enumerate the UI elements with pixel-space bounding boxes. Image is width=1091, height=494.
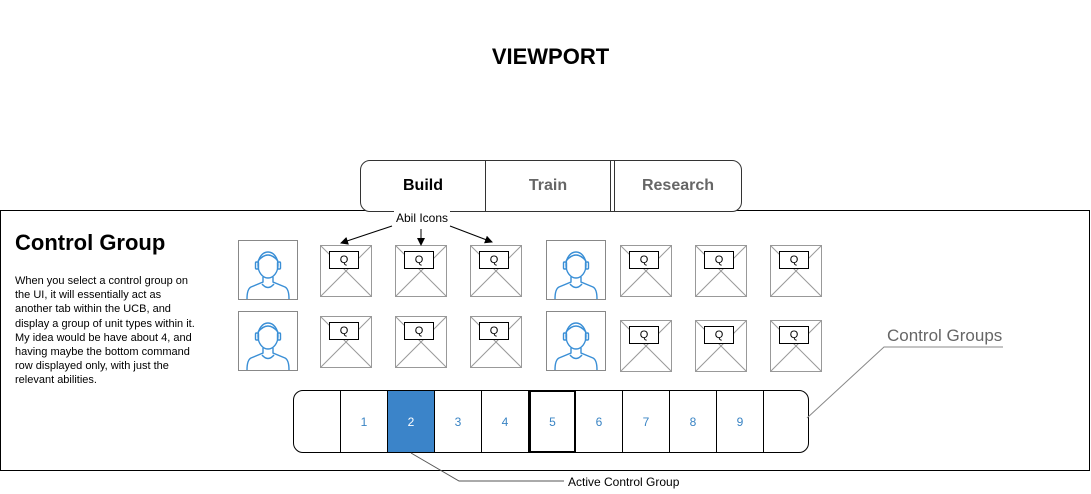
- ability-slot[interactable]: Q: [395, 316, 447, 368]
- tab-build[interactable]: Build: [361, 161, 486, 211]
- panel-description: When you select a control group on the U…: [15, 275, 195, 387]
- control-group-4[interactable]: 4: [482, 391, 529, 452]
- ability-slot[interactable]: Q: [770, 245, 822, 297]
- user-portrait-icon: [554, 251, 598, 300]
- hotkey-label: Q: [629, 251, 659, 269]
- hotkey-label: Q: [704, 251, 734, 269]
- active-control-group-label: Active Control Group: [568, 475, 680, 489]
- user-portrait-icon: [246, 322, 290, 371]
- control-group-6[interactable]: 6: [576, 391, 623, 452]
- unit-portrait[interactable]: [238, 240, 298, 300]
- hotkey-label: Q: [329, 251, 359, 269]
- hotkey-label: Q: [704, 326, 734, 344]
- control-group-9[interactable]: 9: [717, 391, 764, 452]
- hotkey-label: Q: [404, 322, 434, 340]
- control-group-2-active[interactable]: 2: [388, 391, 435, 452]
- ability-slot[interactable]: Q: [470, 245, 522, 297]
- unit-portrait[interactable]: [546, 240, 606, 300]
- hotkey-label: Q: [329, 322, 359, 340]
- control-group-8[interactable]: 8: [670, 391, 717, 452]
- hotkey-label: Q: [479, 322, 509, 340]
- viewport-title: VIEWPORT: [491, 44, 610, 69]
- ability-slot[interactable]: Q: [620, 245, 672, 297]
- ability-slot[interactable]: Q: [320, 316, 372, 368]
- control-group-slot-empty: [294, 391, 341, 452]
- ability-slot[interactable]: Q: [695, 320, 747, 372]
- ability-slot[interactable]: Q: [470, 316, 522, 368]
- user-portrait-icon: [554, 322, 598, 371]
- control-group-1[interactable]: 1: [341, 391, 388, 452]
- hotkey-label: Q: [779, 326, 809, 344]
- tab-research[interactable]: Research: [614, 161, 741, 211]
- tab-train[interactable]: Train: [486, 161, 611, 211]
- hotkey-label: Q: [404, 251, 434, 269]
- ability-slot[interactable]: Q: [695, 245, 747, 297]
- unit-portrait[interactable]: [546, 311, 606, 371]
- unit-portrait[interactable]: [238, 311, 298, 371]
- abil-icons-label: Abil Icons: [394, 211, 451, 225]
- user-portrait-icon: [246, 251, 290, 300]
- ability-slot[interactable]: Q: [320, 245, 372, 297]
- hotkey-label: Q: [779, 251, 809, 269]
- ucb-tab-bar: Build Train Research: [360, 160, 742, 212]
- ability-slot[interactable]: Q: [395, 245, 447, 297]
- panel-title: Control Group: [15, 230, 166, 255]
- control-group-bar: 1 2 3 4 5 6 7 8 9: [293, 390, 809, 453]
- control-group-3[interactable]: 3: [435, 391, 482, 452]
- control-group-5[interactable]: 5: [529, 391, 576, 452]
- ability-slot[interactable]: Q: [770, 320, 822, 372]
- hotkey-label: Q: [479, 251, 509, 269]
- control-group-7[interactable]: 7: [623, 391, 670, 452]
- control-group-slot-empty: [764, 391, 808, 452]
- control-groups-label: Control Groups: [887, 326, 1003, 345]
- ability-slot[interactable]: Q: [620, 320, 672, 372]
- hotkey-label: Q: [629, 326, 659, 344]
